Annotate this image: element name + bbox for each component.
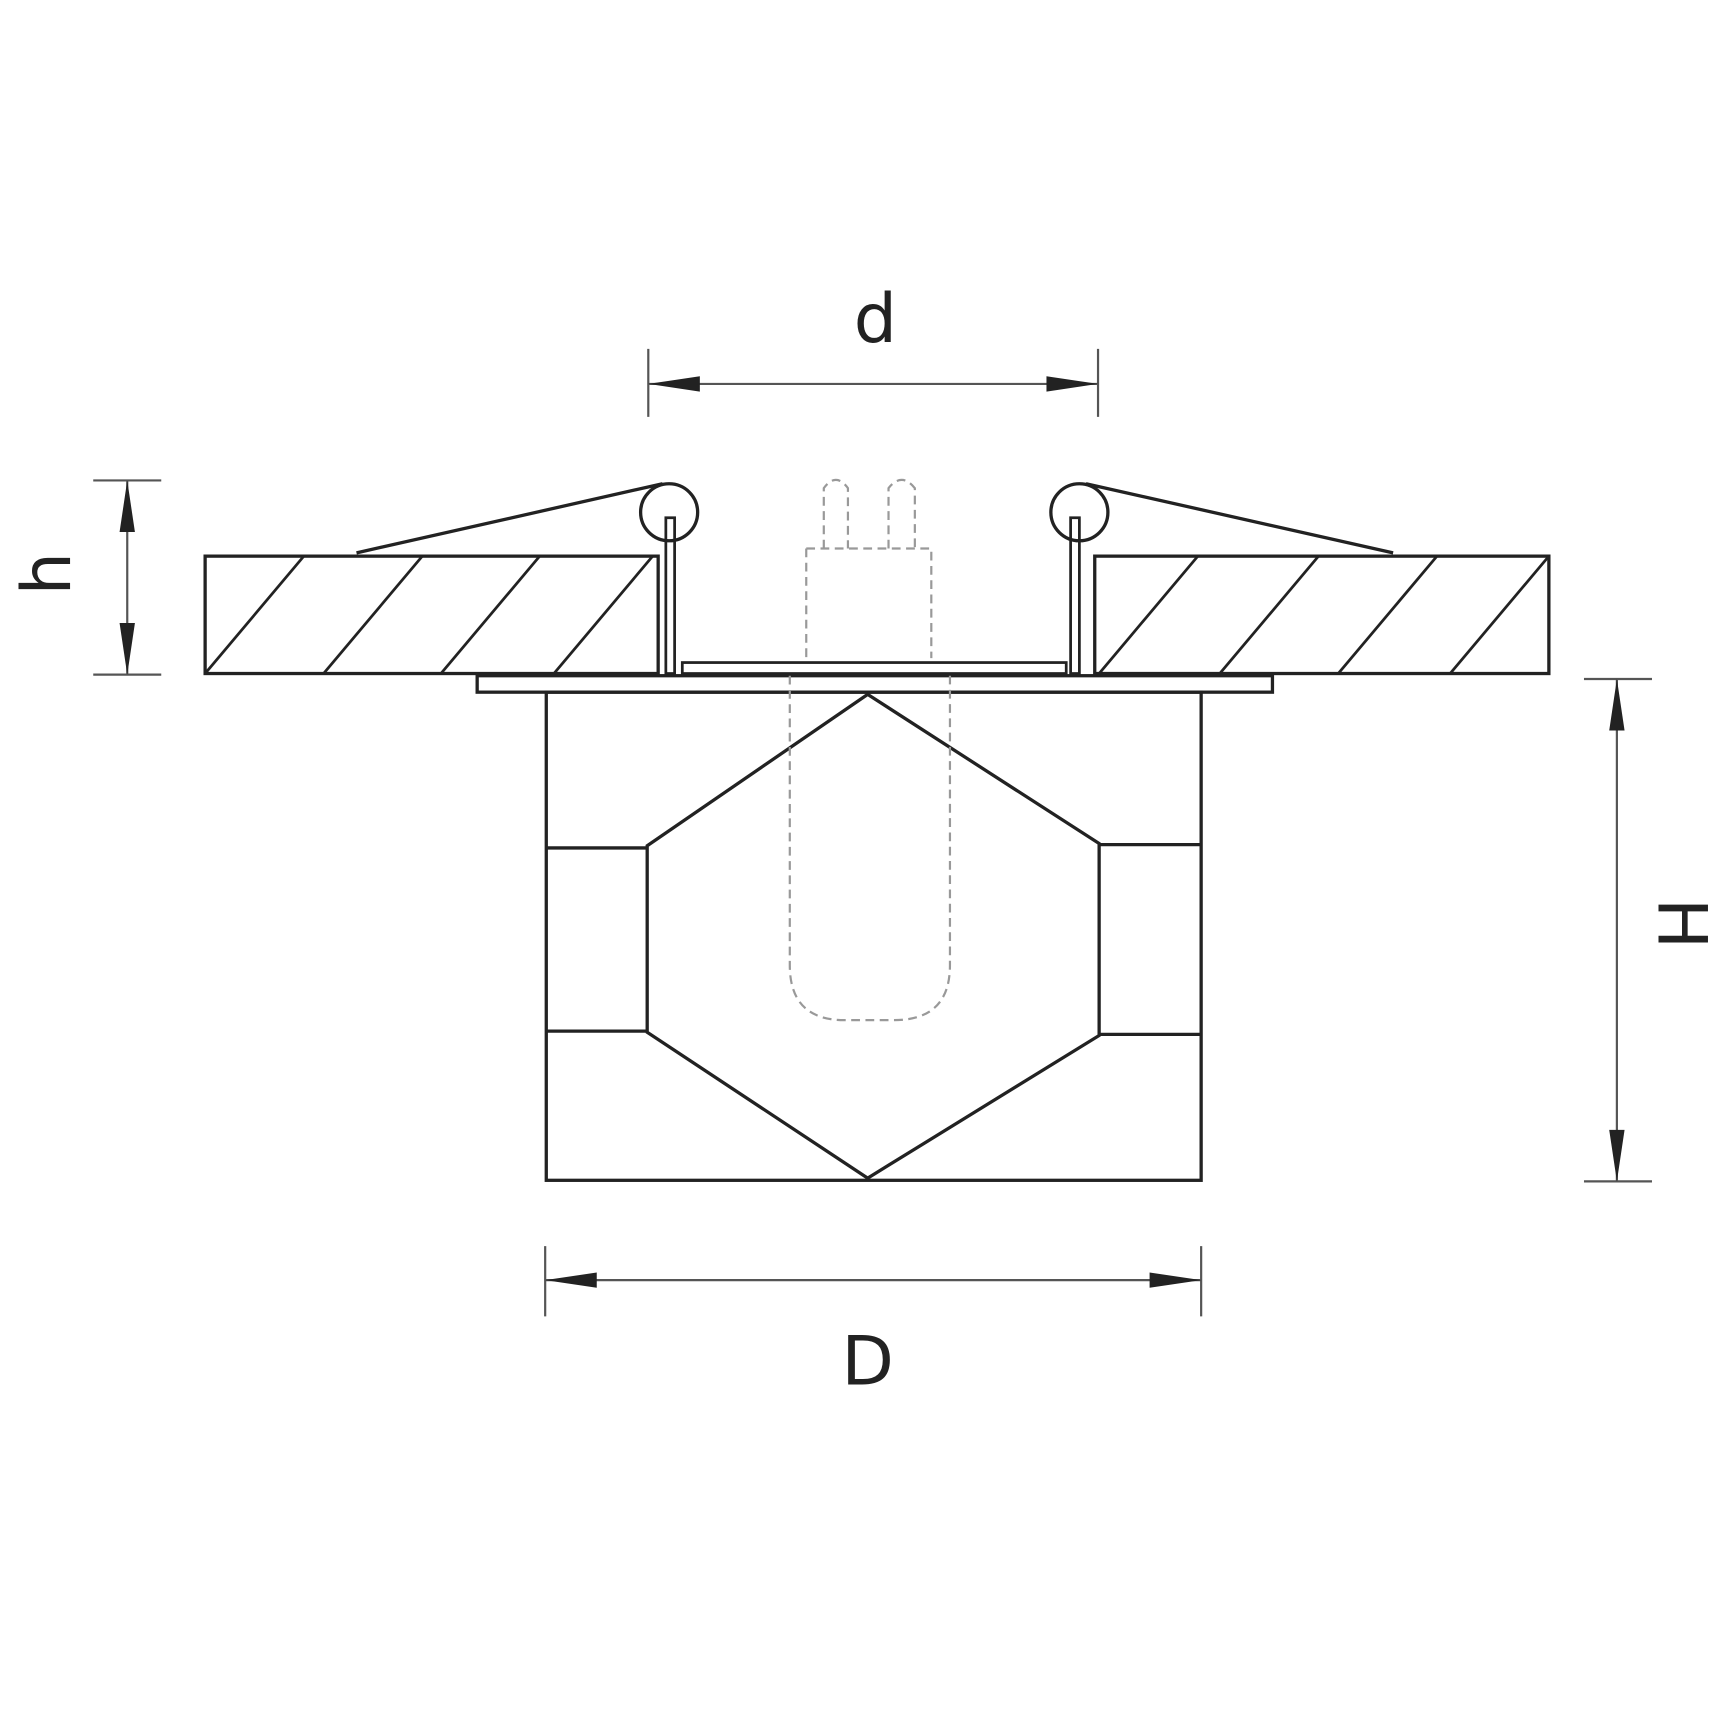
ceiling-right — [1093, 554, 1551, 676]
crystal-body — [544, 690, 1203, 1182]
spring-clip-right — [1049, 482, 1394, 675]
dimension-D — [544, 1246, 1203, 1317]
label-H: H — [1642, 898, 1720, 949]
label-d: d — [854, 280, 897, 359]
dimension-h — [93, 479, 162, 676]
flange — [475, 674, 1275, 694]
ceiling-left — [203, 554, 660, 676]
label-h: h — [8, 552, 87, 595]
dimension-H — [1583, 677, 1652, 1183]
bulb-hidden — [788, 478, 952, 1022]
mount-plate — [680, 661, 1068, 675]
spring-clip-left — [356, 482, 700, 675]
label-D: D — [841, 1322, 893, 1401]
dimension-d — [647, 348, 1100, 417]
